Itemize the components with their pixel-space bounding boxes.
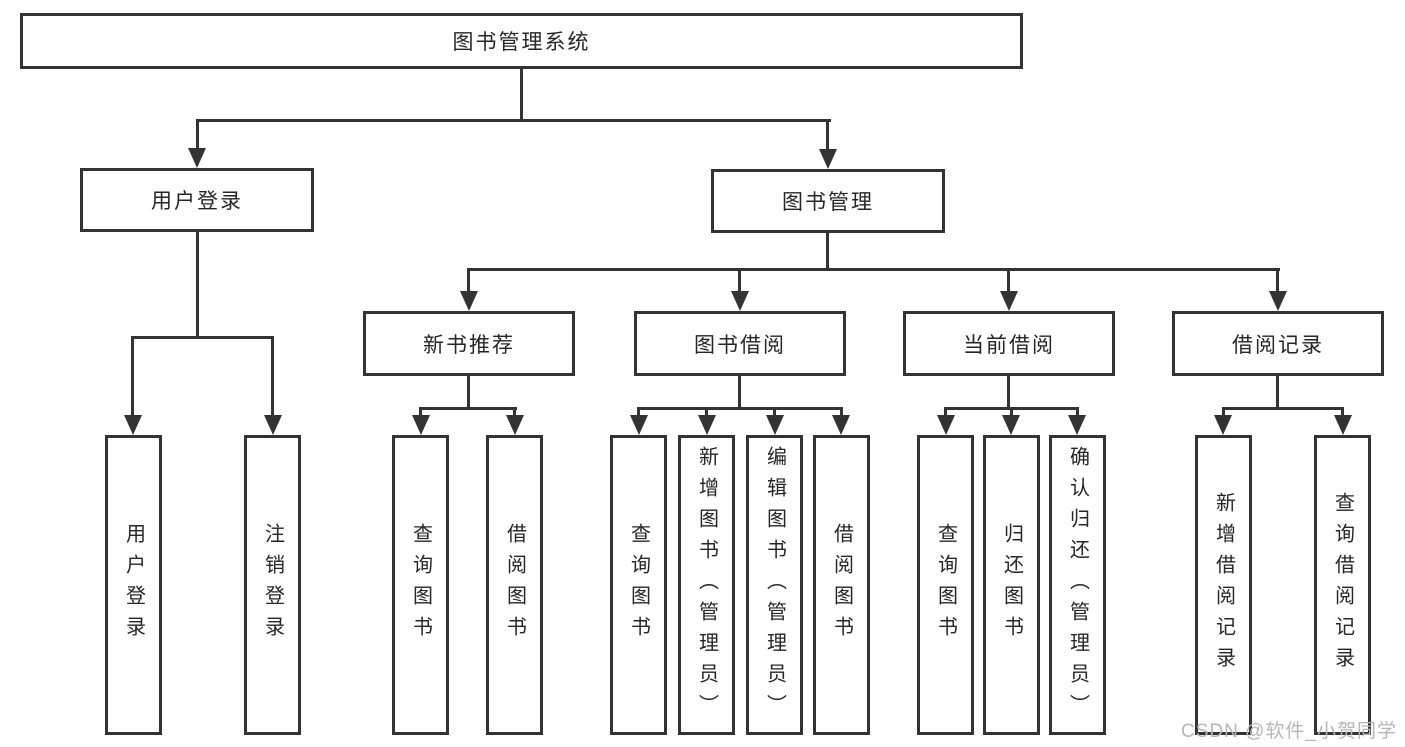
connector-line — [1276, 376, 1279, 407]
arrowhead-down-icon — [766, 415, 784, 435]
connector-line — [467, 376, 470, 407]
node-user-login: 用户登录 — [105, 435, 162, 735]
connector-line — [840, 407, 843, 417]
csdn-watermark: CSDN @软件_小贺同学 — [1181, 721, 1397, 742]
connector-line — [1007, 268, 1010, 293]
node-label: 用户登录 — [122, 523, 145, 647]
node-new-book-recommend: 新书推荐 — [363, 311, 575, 376]
connector-line — [637, 407, 640, 417]
connector-line — [467, 268, 1280, 271]
arrowhead-down-icon — [124, 415, 142, 435]
connector-line — [705, 407, 708, 417]
node-edit-books-admin: 编辑图书（管理员） — [746, 435, 803, 735]
connector-line — [196, 232, 199, 336]
node-label: 图书管理系统 — [452, 31, 591, 54]
node-add-books-admin: 新增图书（管理员） — [678, 435, 735, 735]
connector-line — [131, 336, 134, 416]
connector-line — [637, 407, 843, 410]
node-borrow-books-borrowing: 借阅图书 — [813, 435, 870, 735]
connector-line — [773, 407, 776, 417]
connector-line — [826, 233, 829, 268]
connector-line — [738, 268, 741, 293]
node-add-borrow-record: 新增借阅记录 — [1195, 435, 1252, 735]
node-label: 图书管理 — [782, 191, 874, 214]
connector-line — [271, 336, 274, 416]
arrowhead-down-icon — [630, 415, 648, 435]
node-query-books-current: 查询图书 — [917, 435, 974, 735]
connector-line — [520, 69, 523, 119]
node-label: 新增借阅记录 — [1212, 492, 1235, 678]
connector-line — [826, 119, 829, 150]
connector-line — [1007, 376, 1010, 407]
node-confirm-return-admin: 确认归还（管理员） — [1049, 435, 1106, 735]
connector-line — [513, 407, 516, 417]
node-user-login-group: 用户登录 — [80, 168, 314, 232]
connector-line — [1222, 407, 1225, 417]
connector-line — [1222, 407, 1344, 410]
node-label: 借阅图书 — [503, 523, 526, 647]
arrowhead-down-icon — [937, 415, 955, 435]
arrowhead-down-icon — [1000, 291, 1018, 311]
arrowhead-down-icon — [832, 415, 850, 435]
node-label: 图书借阅 — [694, 333, 786, 357]
node-label: 借阅图书 — [830, 523, 853, 647]
connector-line — [131, 336, 274, 339]
node-label: 编辑图书（管理员） — [763, 445, 786, 725]
arrowhead-down-icon — [412, 415, 430, 435]
node-book-borrowing: 图书借阅 — [634, 311, 846, 376]
node-label: 查询借阅记录 — [1331, 492, 1354, 678]
arrowhead-down-icon — [1002, 415, 1020, 435]
node-label: 归还图书 — [1000, 523, 1023, 647]
node-book-management: 图书管理 — [711, 169, 945, 233]
node-borrowing-records: 借阅记录 — [1172, 311, 1384, 376]
node-label: 查询图书 — [409, 523, 432, 647]
arrowhead-down-icon — [1334, 415, 1352, 435]
node-label: 查询图书 — [627, 523, 650, 647]
node-label: 借阅记录 — [1232, 333, 1324, 357]
node-label: 新书推荐 — [423, 333, 515, 357]
connector-line — [738, 376, 741, 407]
node-query-borrow-record: 查询借阅记录 — [1314, 435, 1371, 735]
arrowhead-down-icon — [731, 291, 749, 311]
connector-line — [1076, 407, 1079, 417]
arrowhead-down-icon — [506, 415, 524, 435]
arrowhead-down-icon — [698, 415, 716, 435]
connector-line — [1010, 407, 1013, 417]
arrowhead-down-icon — [819, 149, 837, 169]
node-query-books-borrowing: 查询图书 — [610, 435, 667, 735]
connector-line — [196, 119, 831, 122]
node-label: 当前借阅 — [963, 333, 1055, 357]
node-logout: 注销登录 — [244, 435, 301, 735]
node-query-books-recommend: 查询图书 — [392, 435, 449, 735]
connector-line — [1276, 268, 1279, 293]
node-label: 确认归还（管理员） — [1066, 445, 1089, 725]
node-label: 新增图书（管理员） — [695, 445, 718, 725]
arrowhead-down-icon — [188, 148, 206, 168]
arrowhead-down-icon — [460, 291, 478, 311]
connector-line — [944, 407, 947, 417]
arrowhead-down-icon — [1068, 415, 1086, 435]
connector-line — [1341, 407, 1344, 417]
arrowhead-down-icon — [1214, 415, 1232, 435]
connector-line — [419, 407, 517, 410]
node-current-borrowing: 当前借阅 — [903, 311, 1115, 376]
connector-line — [467, 268, 470, 293]
connector-line — [419, 407, 422, 417]
node-root-system: 图书管理系统 — [20, 13, 1023, 69]
node-borrow-books-recommend: 借阅图书 — [486, 435, 543, 735]
node-label: 查询图书 — [934, 523, 957, 647]
node-return-books: 归还图书 — [983, 435, 1040, 735]
node-label: 注销登录 — [261, 523, 284, 647]
connector-line — [196, 119, 199, 150]
node-label: 用户登录 — [151, 190, 243, 213]
arrowhead-down-icon — [1269, 291, 1287, 311]
arrowhead-down-icon — [264, 415, 282, 435]
